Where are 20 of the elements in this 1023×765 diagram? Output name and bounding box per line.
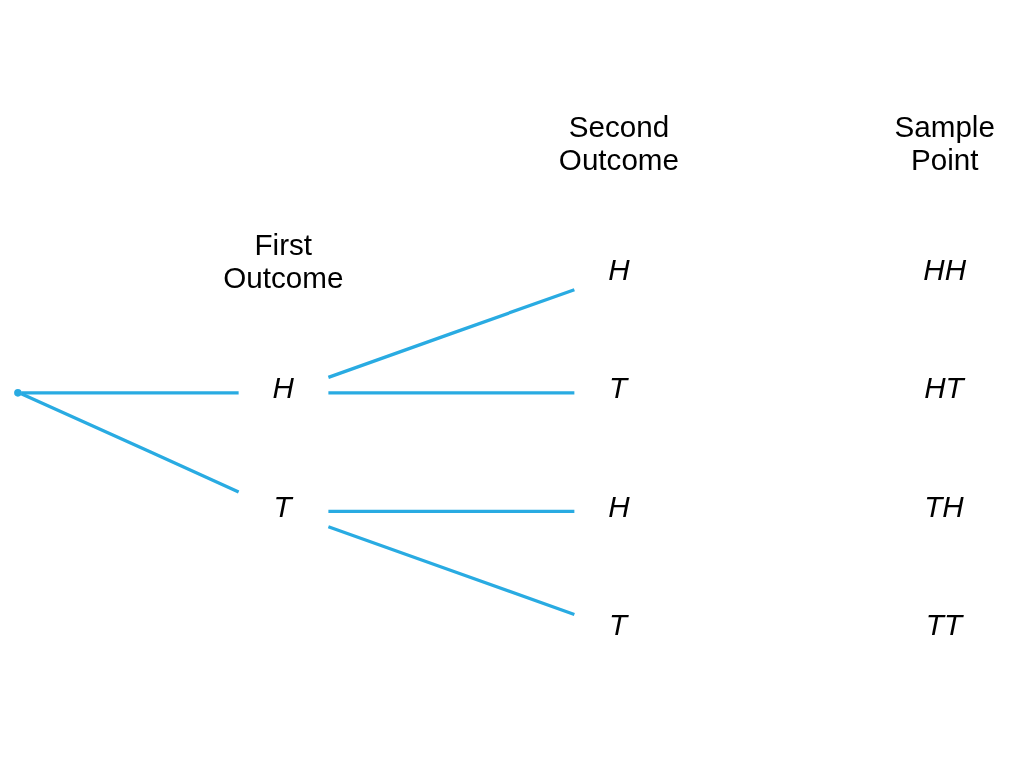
node-text: H	[608, 489, 630, 523]
label: TT	[925, 607, 962, 641]
node-point	[14, 388, 22, 397]
label: HT	[924, 370, 964, 404]
label: First Outcome	[223, 227, 344, 294]
connector	[328, 390, 575, 394]
connector	[327, 524, 575, 616]
connector	[20, 391, 240, 493]
connector	[328, 509, 575, 513]
node-text: T	[609, 370, 628, 404]
node-text: H	[272, 370, 294, 404]
label: HH	[923, 252, 967, 286]
connector	[21, 390, 239, 394]
node-text: T	[273, 489, 292, 523]
node-text: T	[609, 607, 628, 641]
node-text: H	[608, 252, 630, 286]
label: Second Outcome	[558, 109, 680, 176]
label: TH	[924, 489, 964, 523]
label: Sample Point	[894, 109, 995, 176]
connector	[327, 287, 575, 379]
